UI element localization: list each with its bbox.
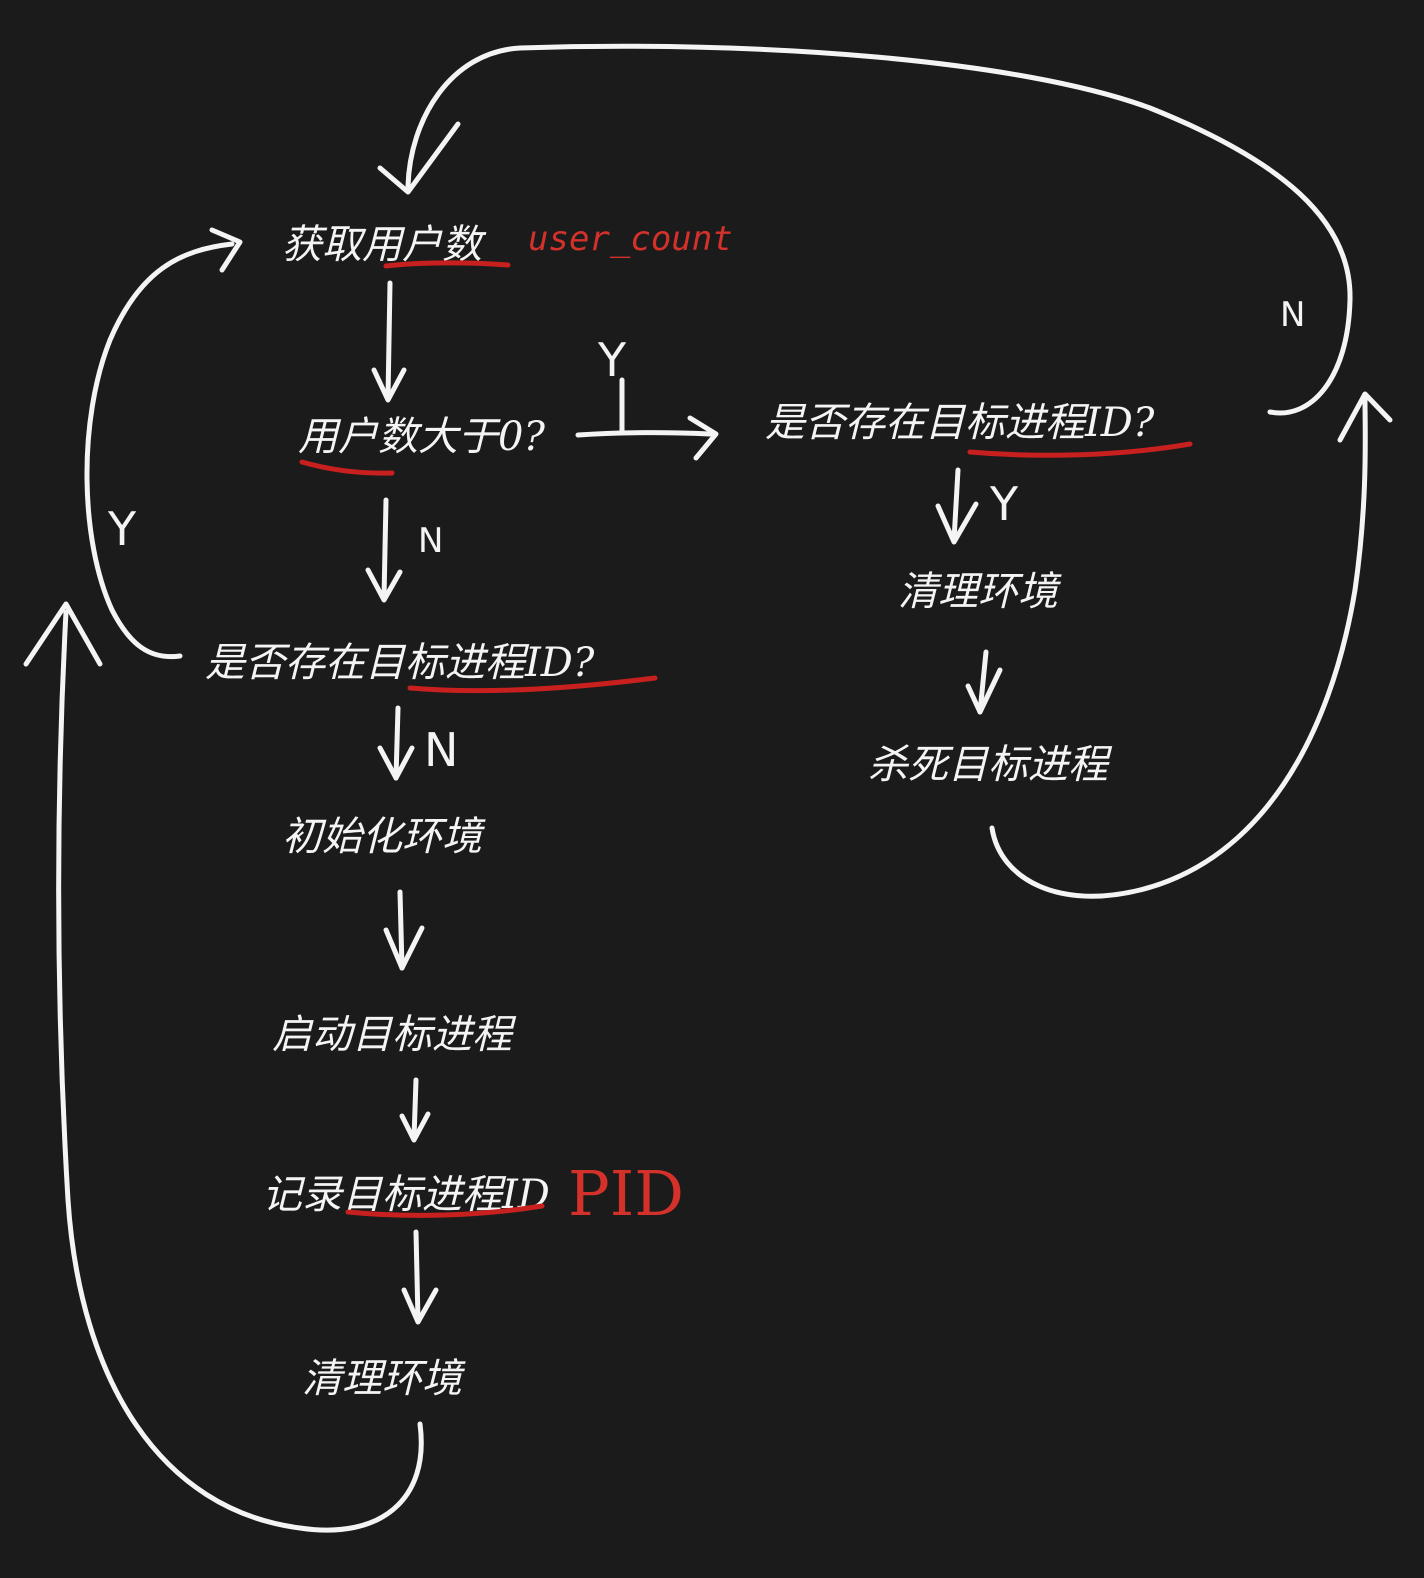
underline-user-count [383,260,511,269]
annotation-user-count: user_count [528,219,733,259]
node-user-count-gt-zero: 用户数大于0? [298,414,545,460]
arrow-kill-loop [989,391,1393,899]
node-kill-process: 杀死目标进程 [868,742,1113,788]
arrow-right-pid-to-clean [935,467,979,545]
arrow-start-to-record [399,1077,431,1143]
underline-target-pid-record [345,1203,545,1218]
edge-label-left-pid-no: N [424,723,458,777]
node-init-env: 初始化环境 [282,814,486,860]
arrow-record-to-clean [401,1229,439,1325]
edge-label-right-pid-yes: Y [989,477,1019,531]
edge-label-left-pid-yes: Y [107,502,137,556]
arrow-left-pid-yes-loop [84,227,243,660]
node-has-pid-right: 是否存在目标进程ID? [765,400,1155,446]
underline-user-count-2 [299,459,395,476]
node-has-pid-left: 是否存在目标进程ID? [205,640,595,686]
arrow-count-to-right-pid [575,377,719,461]
arrow-left-pid-to-init [377,705,415,781]
arrow-clean-loop [23,601,424,1533]
arrow-count-to-left-pid [365,497,403,603]
node-start-process: 启动目标进程 [272,1012,517,1058]
arrow-clean-to-kill [965,649,1003,715]
arrow-get-to-count [371,280,407,403]
annotation-pid: PID [568,1157,684,1230]
arrow-right-pid-no-loop [377,43,1353,416]
arrow-init-to-start [383,889,425,971]
edge-label-right-pid-no: N [1280,295,1305,335]
node-get-user-count: 获取用户数 [282,222,487,268]
underline-target-pid-right [967,441,1193,458]
node-clean-env-right: 清理环境 [898,569,1062,615]
underline-target-pid-left [407,675,658,694]
node-clean-env-left: 清理环境 [302,1356,466,1402]
edge-label-count-no: N [418,521,443,561]
